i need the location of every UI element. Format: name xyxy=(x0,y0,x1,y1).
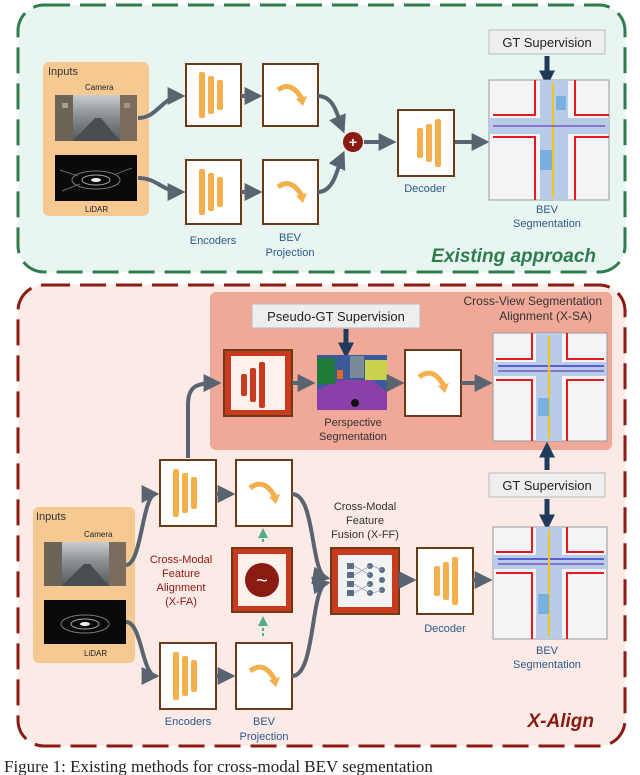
bottom-bev-projection-label-2: Projection xyxy=(240,731,289,743)
bottom-encoders-label: Encoders xyxy=(165,716,212,728)
bottom-lidar-bev-projection xyxy=(235,642,293,710)
bottom-bev-projection-label-1: BEV xyxy=(253,716,276,728)
top-encoders-label: Encoders xyxy=(190,235,237,247)
existing-approach-panel xyxy=(16,3,627,274)
top-bev-segmentation-map xyxy=(488,79,610,201)
xff-label-1: Cross-Modal xyxy=(334,501,396,513)
top-lidar-image xyxy=(55,155,137,201)
pseudo-gt-supervision-label: Pseudo-GT Supervision xyxy=(267,309,405,324)
bottom-gt-supervision-box xyxy=(488,472,606,498)
bottom-bev-segmentation-label-1: BEV xyxy=(536,645,559,657)
perspective-segmentation-label-2: Segmentation xyxy=(319,431,387,443)
xfa-label-1: Cross-Modal xyxy=(150,554,212,566)
top-bev-projection-label-2: Projection xyxy=(266,247,315,259)
bottom-decoder-label: Decoder xyxy=(424,623,466,635)
existing-approach-title: Existing approach xyxy=(431,246,596,267)
figure-caption: Figure 1: Existing methods for cross-mod… xyxy=(4,757,433,775)
xfa-label-2: Feature xyxy=(162,568,200,580)
top-camera-encoder xyxy=(185,63,242,127)
top-lidar-label: LiDAR xyxy=(85,205,108,214)
bottom-bev-segmentation-label-2: Segmentation xyxy=(513,659,581,671)
bottom-camera-image xyxy=(44,542,126,586)
bottom-flow-arrows xyxy=(125,374,493,685)
bottom-lidar-image xyxy=(44,600,126,644)
bottom-camera-encoder xyxy=(159,459,217,527)
top-gt-supervision-box xyxy=(488,29,606,55)
perspective-segmentation-image xyxy=(317,355,387,410)
top-bev-projection-label-1: BEV xyxy=(279,232,302,244)
bottom-camera-bev-projection xyxy=(235,459,293,527)
top-camera-image xyxy=(55,95,137,141)
top-inputs-label: Inputs xyxy=(48,66,78,78)
top-camera-label: Camera xyxy=(85,83,114,92)
xsa-title-2: Alignment (X-SA) xyxy=(499,309,592,323)
bottom-bev-segmentation-map xyxy=(492,526,608,640)
top-fusion-add-symbol: + xyxy=(349,134,357,150)
xsa-bev-segmentation-map xyxy=(492,332,608,442)
bottom-lidar-encoder xyxy=(159,642,217,710)
xff-label-2: Feature xyxy=(346,515,384,527)
top-flow-arrows xyxy=(137,87,490,201)
top-lidar-encoder xyxy=(185,159,242,225)
top-bev-segmentation-label-2: Segmentation xyxy=(513,218,581,230)
top-fusion-add-node xyxy=(343,132,363,152)
top-bev-segmentation-label-1: BEV xyxy=(536,204,559,216)
xfa-label-4: (X-FA) xyxy=(165,596,197,608)
perspective-encoder-block xyxy=(223,349,293,417)
bottom-camera-label: Camera xyxy=(84,530,113,539)
xfa-symbol: ~ xyxy=(256,570,268,592)
top-decoder-block xyxy=(397,109,455,177)
bottom-inputs-label: Inputs xyxy=(36,511,66,523)
top-lidar-bev-projection xyxy=(262,159,319,225)
xff-module xyxy=(330,547,400,615)
x-align-title: X-Align xyxy=(527,711,595,732)
pseudo-gt-supervision-box xyxy=(251,303,421,329)
xsa-title-1: Cross-View Segmentation xyxy=(463,294,602,308)
top-gt-supervision-label: GT Supervision xyxy=(502,35,591,50)
top-decoder-label: Decoder xyxy=(404,183,446,195)
top-camera-bev-projection xyxy=(262,63,319,127)
bottom-gt-supervision-label: GT Supervision xyxy=(502,478,591,493)
perspective-bev-projection-block xyxy=(404,349,462,417)
xfa-module xyxy=(231,547,293,613)
xff-label-3: Fusion (X-FF) xyxy=(331,529,399,541)
perspective-segmentation-label-1: Perspective xyxy=(324,417,381,429)
bottom-decoder-block xyxy=(416,547,474,615)
xfa-label-3: Alignment xyxy=(157,582,206,594)
bottom-lidar-label: LiDAR xyxy=(84,649,107,658)
